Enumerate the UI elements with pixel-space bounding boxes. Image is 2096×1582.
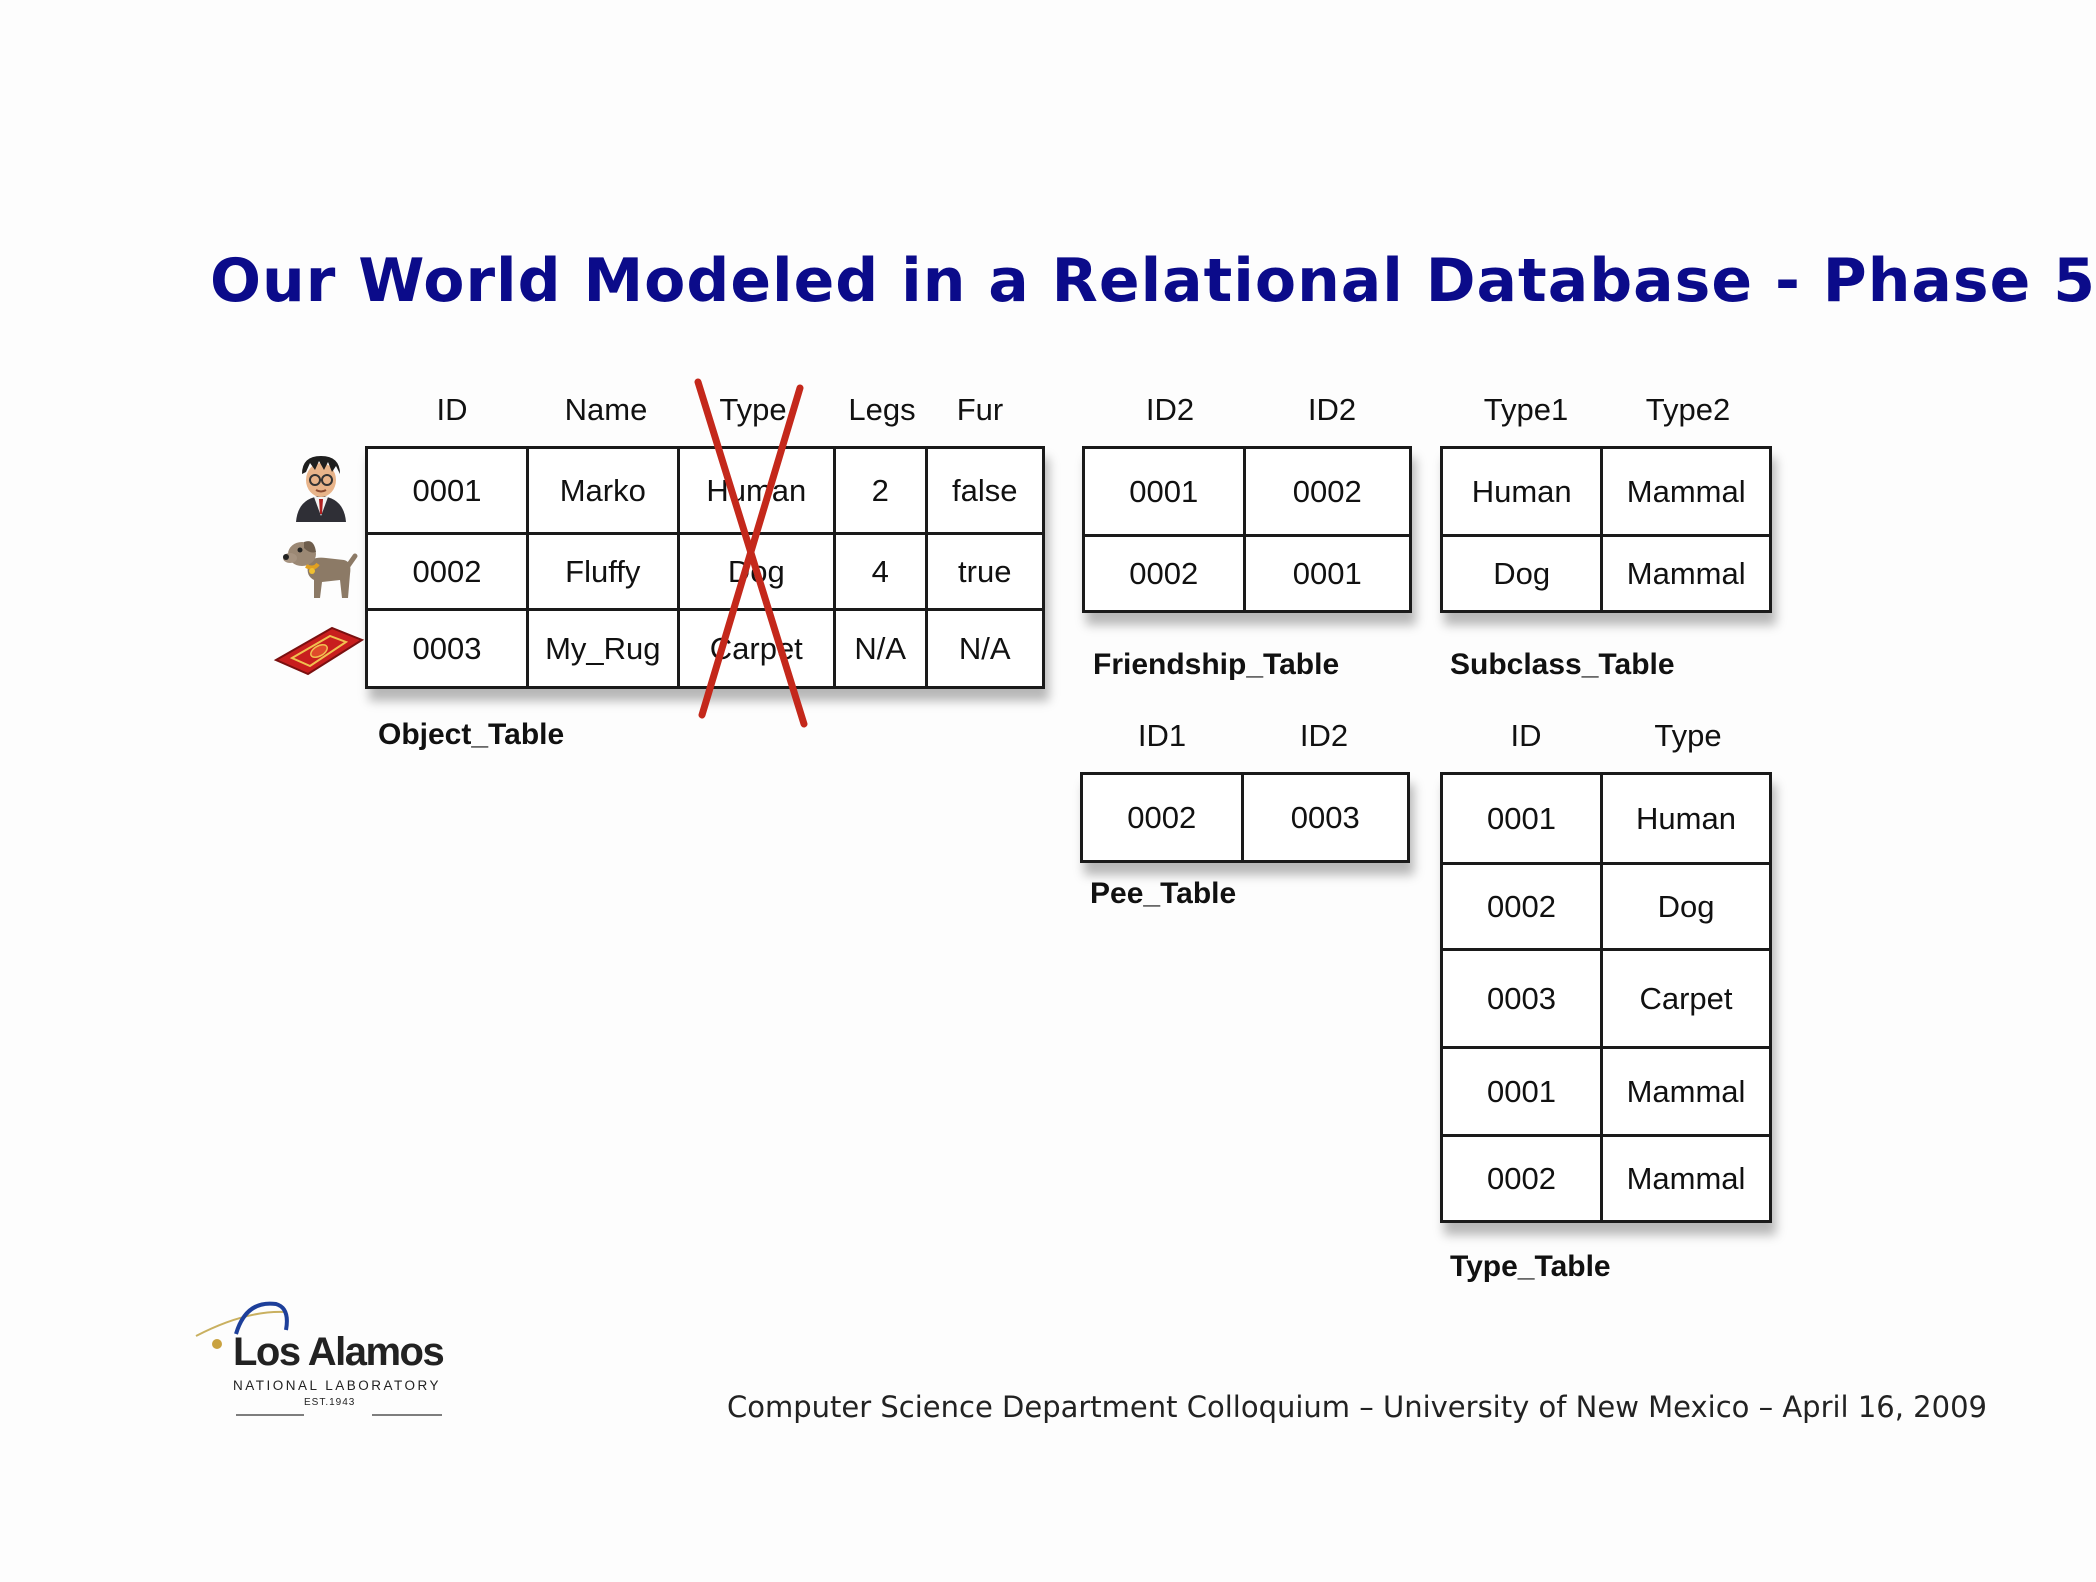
type-table-label: Type_Table (1450, 1250, 1611, 1283)
table-cell: 0001 (365, 446, 529, 535)
table-cell: Mammal (1600, 534, 1772, 613)
strike-x-mark (694, 378, 808, 728)
table-cell: 0002 (1242, 446, 1413, 537)
table-row: 0001 Mammal (1439, 1046, 1772, 1137)
table-row: 0003 Carpet (1439, 948, 1772, 1049)
logo-orbit-icon (195, 1301, 442, 1416)
table-cell: 0002 (365, 532, 529, 611)
object-col-id: ID (436, 392, 468, 427)
object-col-fur: Fur (956, 392, 1004, 427)
friendship-col-2: ID2 (1307, 392, 1357, 427)
subclass-col-2: Type2 (1645, 392, 1731, 427)
pee-table: 0002 0003 (1080, 772, 1411, 863)
table-row: Dog Mammal (1439, 534, 1772, 613)
table-cell: N/A (924, 608, 1046, 689)
table-cell: N/A (832, 608, 928, 689)
pee-col-2: ID2 (1299, 718, 1349, 753)
subclass-table: Human Mammal Dog Mammal (1439, 446, 1772, 613)
table-row: 0003 My_Rug Carpet N/A N/A (365, 608, 1046, 689)
table-cell: 0001 (1439, 1046, 1604, 1137)
rug-icon (273, 626, 365, 676)
object-col-type: Type (719, 392, 787, 427)
table-cell: 2 (832, 446, 928, 535)
friendship-table-label: Friendship_Table (1093, 648, 1340, 681)
table-cell: Mammal (1600, 1134, 1772, 1223)
table-cell: 0002 (1439, 1134, 1604, 1223)
table-cell: Carpet (676, 608, 836, 689)
table-row: 0002 0001 (1082, 534, 1413, 613)
table-row: 0001 Marko Human 2 false (365, 446, 1046, 535)
table-cell: My_Rug (525, 608, 680, 689)
table-row: 0002 0003 (1080, 772, 1411, 863)
friendship-col-1: ID2 (1145, 392, 1195, 427)
table-cell: Marko (525, 446, 680, 535)
table-row: 0001 0002 (1082, 446, 1413, 537)
table-row: 0002 Fluffy Dog 4 true (365, 532, 1046, 611)
table-row: Human Mammal (1439, 446, 1772, 537)
table-cell: Dog (1439, 534, 1604, 613)
pee-table-label: Pee_Table (1090, 877, 1237, 910)
table-cell: 0001 (1439, 772, 1604, 865)
type-table: 0001 Human 0002 Dog 0003 Carpet 0001 Mam… (1439, 772, 1772, 1223)
table-cell: Human (1439, 446, 1604, 537)
object-table: 0001 Marko Human 2 false 0002 Fluffy Dog… (365, 446, 1046, 689)
table-cell: 0002 (1080, 772, 1244, 863)
table-row: 0002 Dog (1439, 862, 1772, 951)
table-cell: 0003 (1240, 772, 1411, 863)
subclass-table-label: Subclass_Table (1450, 648, 1675, 681)
subclass-col-1: Type1 (1483, 392, 1569, 427)
logo-name: Los Alamos (233, 1330, 445, 1374)
table-cell: Mammal (1600, 446, 1772, 537)
person-icon (296, 456, 346, 522)
slide-footer: Computer Science Department Colloquium –… (727, 1390, 1987, 1424)
table-cell: 0003 (365, 608, 529, 689)
logo-subtitle: NATIONAL LABORATORY (233, 1378, 442, 1393)
slide-title: Our World Modeled in a Relational Databa… (210, 246, 2096, 316)
table-row: 0002 Mammal (1439, 1134, 1772, 1223)
table-cell: 0002 (1082, 534, 1246, 613)
type-col-type: Type (1654, 718, 1722, 753)
logo-established: EST.1943 (304, 1397, 356, 1408)
table-cell: 0001 (1082, 446, 1246, 537)
table-cell: 0001 (1242, 534, 1413, 613)
pee-col-1: ID1 (1137, 718, 1187, 753)
table-cell: Mammal (1600, 1046, 1772, 1137)
table-cell: 0002 (1439, 862, 1604, 951)
table-cell: 4 (832, 532, 928, 611)
table-row: 0001 Human (1439, 772, 1772, 865)
table-cell: false (924, 446, 1046, 535)
object-table-label: Object_Table (378, 718, 565, 751)
friendship-table: 0001 0002 0002 0001 (1082, 446, 1413, 613)
table-cell: Fluffy (525, 532, 680, 611)
los-alamos-logo: Los Alamos NATIONAL LABORATORY EST.1943 (186, 1290, 446, 1420)
table-cell: Human (1600, 772, 1772, 865)
object-col-name: Name (564, 392, 648, 427)
table-cell: Dog (1600, 862, 1772, 951)
object-col-legs: Legs (848, 392, 916, 427)
dog-icon (283, 541, 358, 598)
table-cell: Carpet (1600, 948, 1772, 1049)
table-cell: true (924, 532, 1046, 611)
type-col-id: ID (1510, 718, 1542, 753)
table-cell: 0003 (1439, 948, 1604, 1049)
